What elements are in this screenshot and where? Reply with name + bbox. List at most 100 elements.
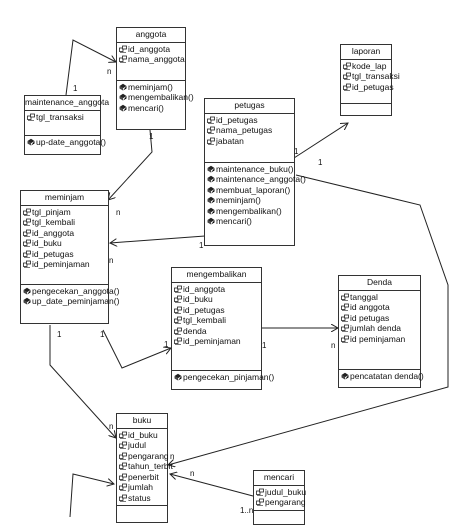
operation-list: maintenance_buku()maintenance_anggota()m… xyxy=(205,163,306,229)
attribute-icon xyxy=(256,488,264,496)
attribute-icon xyxy=(23,239,31,248)
attribute-item: id_peminjaman xyxy=(23,259,106,270)
class-name: maintenance_anggota xyxy=(25,96,109,111)
attribute-item: tahun_terbit xyxy=(119,461,173,472)
attribute-icon xyxy=(119,45,127,53)
attribute-icon xyxy=(119,55,127,64)
attribute-label: tahun_terbit xyxy=(128,461,173,471)
attribute-list: tgl_transaksi xyxy=(25,111,100,136)
attribute-label: denda xyxy=(183,325,207,336)
operation-icon xyxy=(207,186,215,194)
attribute-icon xyxy=(23,218,31,227)
link-petugas-buku xyxy=(168,174,449,465)
attribute-item: id_petugas xyxy=(207,115,292,126)
attribute-item: denda xyxy=(174,326,259,337)
attribute-label: id peminjaman xyxy=(350,333,406,344)
attribute-icon xyxy=(119,473,127,481)
attribute-item: id_buku xyxy=(23,238,106,249)
link-petugas-meminjam xyxy=(110,235,206,243)
multiplicity-label: 1 xyxy=(73,84,78,93)
attribute-label: status xyxy=(128,492,151,503)
multiplicity-label: n xyxy=(109,422,114,431)
operation-label: maintenance_anggota() xyxy=(216,174,306,184)
attribute-item: jabatan xyxy=(207,136,292,147)
attribute-icon xyxy=(23,208,31,216)
attribute-label: penerbit xyxy=(128,471,159,482)
attribute-item: tgl_transaksi xyxy=(27,112,98,123)
attribute-icon xyxy=(341,314,349,322)
multiplicity-label: n xyxy=(331,341,336,350)
multiplicity-label: n xyxy=(116,208,121,217)
operation-label: up-date_anggota() xyxy=(36,136,106,147)
operation-item: mencari() xyxy=(207,216,292,227)
operation-item: up_date_peminjaman() xyxy=(23,296,119,307)
operation-label: mengembalikan() xyxy=(216,205,282,216)
attribute-icon xyxy=(343,72,351,81)
operation-item: meminjam() xyxy=(207,195,292,206)
attribute-label: nama_petugas xyxy=(216,125,273,135)
attribute-label: id_petugas xyxy=(183,304,225,315)
attribute-icon xyxy=(119,431,127,439)
attribute-label: id_buku xyxy=(32,238,62,248)
multiplicity-label: 1..n xyxy=(240,506,254,515)
link-meminjam-mengembalikan xyxy=(102,329,171,369)
attribute-item: tanggal xyxy=(341,292,418,303)
attribute-icon xyxy=(174,306,182,314)
attribute-item: penerbit xyxy=(119,472,165,483)
operation-label: membuat_laporan() xyxy=(216,184,291,195)
operation-icon xyxy=(27,138,35,146)
operation-label: meminjam() xyxy=(128,81,173,92)
attribute-label: jumlah xyxy=(128,482,154,492)
operation-item: mencari() xyxy=(119,103,183,114)
operation-list: pencatatan denda() xyxy=(339,370,424,384)
attribute-icon xyxy=(174,285,182,293)
operation-icon xyxy=(23,297,31,305)
attribute-label: id_anggota xyxy=(128,43,171,54)
operation-list xyxy=(117,506,167,509)
attribute-label: id anggota xyxy=(350,302,390,312)
class-maintenance-anggota[interactable]: maintenance_anggota tgl_transaksi up-dat… xyxy=(24,95,109,155)
attribute-item: id anggota xyxy=(341,302,418,313)
attribute-label: id_anggota xyxy=(32,227,75,238)
attribute-item: id_buku xyxy=(174,294,259,305)
attribute-icon xyxy=(174,327,182,335)
operation-icon xyxy=(207,207,215,215)
operation-icon xyxy=(119,83,127,91)
attribute-icon xyxy=(341,303,349,312)
multiplicity-label: n xyxy=(190,469,195,478)
attribute-icon xyxy=(207,126,215,135)
multiplicity-label: 1 xyxy=(318,158,323,167)
attribute-icon xyxy=(341,335,349,343)
attribute-icon xyxy=(341,293,349,301)
attribute-label: tanggal xyxy=(350,291,378,302)
multiplicity-label: 1 xyxy=(294,147,299,156)
attribute-item: status xyxy=(119,493,165,504)
attribute-icon xyxy=(23,250,31,258)
attribute-item: jumlah denda xyxy=(341,323,418,334)
attribute-item: judul_buku xyxy=(256,487,306,498)
operation-label: maintenance_buku() xyxy=(216,163,294,174)
attribute-item: nama_anggota xyxy=(119,54,185,65)
attribute-item: pengarang xyxy=(256,497,306,508)
attribute-item: id peminjaman xyxy=(341,334,418,345)
attribute-icon xyxy=(174,337,182,346)
attribute-label: tgl_pinjam xyxy=(32,206,71,217)
attribute-item: judul xyxy=(119,440,165,451)
class-name: meminjam xyxy=(21,191,108,206)
operation-label: mencari() xyxy=(128,102,164,113)
operation-icon xyxy=(119,104,127,112)
operation-icon xyxy=(174,373,182,381)
link-maintenance-anggota xyxy=(65,39,116,96)
